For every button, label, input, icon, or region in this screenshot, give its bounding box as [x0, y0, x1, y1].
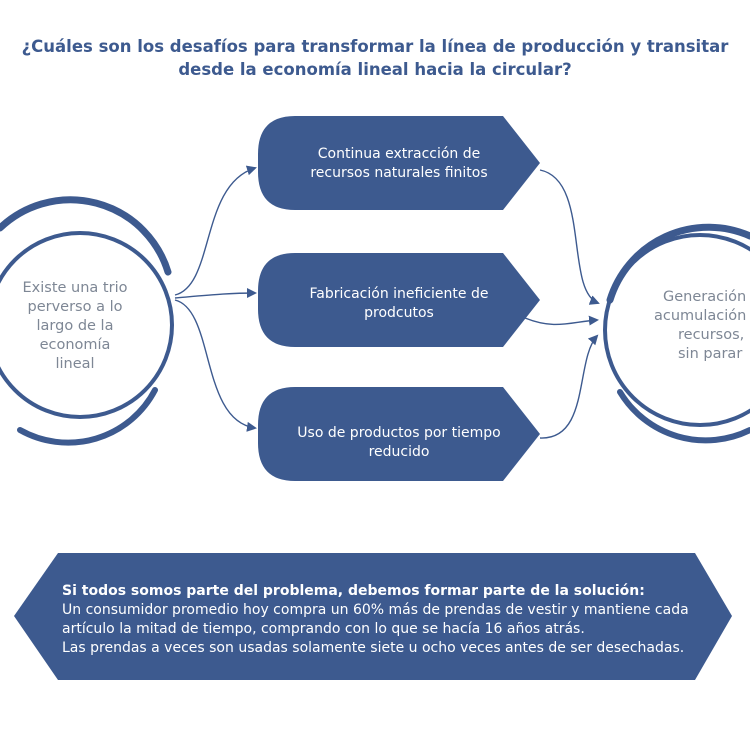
connector-left-to-box-3	[174, 299, 257, 432]
box-3-line: reducido	[368, 444, 430, 460]
right-circle	[603, 223, 750, 444]
left-circle-line: lineal	[55, 356, 95, 372]
box-2-line: prodcutos	[364, 305, 434, 321]
title-line-2: desde la economía lineal hacia la circul…	[178, 60, 572, 79]
box-3-text: Uso de productos por tiempo reducido	[270, 424, 528, 462]
left-circle-line: economía	[39, 337, 111, 353]
banner-line: artículo la mitad de tiempo, comprando c…	[62, 621, 585, 637]
right-circle-line: acumulación de	[654, 308, 750, 324]
connector-box-2-to-right	[524, 315, 599, 326]
right-circle-line: Generación y	[663, 289, 750, 305]
right-circle-text: Generación y acumulación de recursos, si…	[638, 288, 750, 364]
right-circle-line: sin parar	[678, 346, 743, 362]
left-circle-line: perverso a lo	[27, 299, 123, 315]
left-circle-line: Existe una trio	[22, 280, 128, 296]
box-2-text: Fabricación ineficiente de prodcutos	[270, 285, 528, 323]
connector-box-3-to-right	[539, 334, 599, 439]
connector-left-to-box-2	[174, 288, 257, 299]
box-2-shape	[258, 253, 540, 347]
connector-box-1-to-right	[539, 169, 600, 305]
banner-text: Si todos somos parte del problema, debem…	[62, 582, 722, 658]
connector-left-to-box-1	[174, 165, 257, 296]
banner-line: Las prendas a veces son usadas solamente…	[62, 640, 685, 656]
banner-line: Un consumidor promedio hoy compra un 60%…	[62, 602, 689, 618]
box-3-line: Uso de productos por tiempo	[297, 425, 501, 441]
box-1-shape	[258, 116, 540, 210]
right-circle-line: recursos,	[678, 327, 745, 343]
box-2-line: Fabricación ineficiente de	[309, 286, 489, 302]
box-3-shape	[258, 387, 540, 481]
banner-title: Si todos somos parte del problema, debem…	[62, 583, 645, 599]
banner-shape	[14, 553, 732, 680]
box-1-line: recursos naturales finitos	[310, 165, 488, 181]
box-1-text: Continua extracción de recursos naturale…	[270, 145, 528, 183]
box-1-line: Continua extracción de	[317, 146, 481, 162]
left-circle-text: Existe una trio perverso a lo largo de l…	[2, 279, 148, 374]
left-circle-line: largo de la	[36, 318, 114, 334]
diagram-title: ¿Cuáles son los desafíos para transforma…	[0, 35, 750, 81]
left-circle	[0, 196, 174, 446]
title-line-1: ¿Cuáles son los desafíos para transforma…	[21, 37, 729, 56]
